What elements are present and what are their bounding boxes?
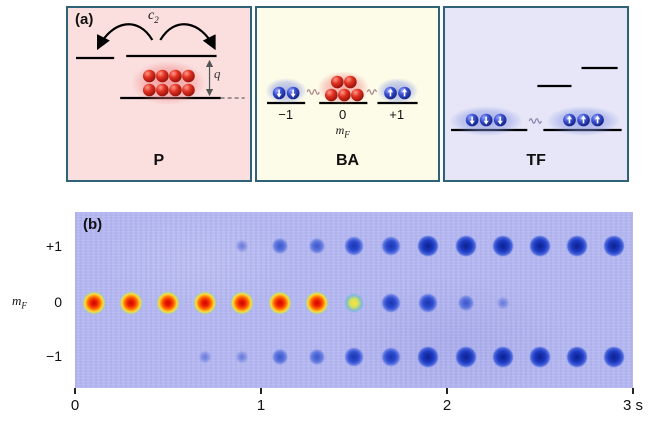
atom-cloud-spot	[236, 240, 249, 253]
tf-phase-diagram	[449, 66, 622, 136]
condensate-cloud-red	[131, 61, 206, 105]
phase-box-twin-fock: TF	[443, 6, 630, 182]
atom-cloud-spot	[194, 291, 217, 314]
time-label-1: 1	[256, 397, 266, 414]
atom-cloud-spot	[418, 347, 439, 368]
atom-cloud-spot	[305, 291, 328, 314]
mf-tick-zero: 0	[339, 107, 347, 122]
phase-name-p: P	[153, 152, 165, 169]
spin-down-domain	[449, 106, 524, 136]
stern-gerlach-image: (b)	[75, 212, 633, 388]
atom-cloud-spot	[119, 291, 142, 314]
spin-mixing-arrows	[97, 23, 216, 51]
atom-cloud-spot	[345, 237, 363, 256]
spin-down-cloud	[264, 78, 307, 104]
time-label-2: 2	[442, 397, 452, 414]
row-label-minus1: −1	[46, 348, 62, 364]
atom-cloud-spot	[492, 347, 513, 368]
time-tick-3	[632, 388, 634, 394]
atom-cloud-spot	[567, 236, 588, 257]
coherence-squiggles	[306, 89, 377, 95]
atom-cloud-spot	[604, 347, 625, 368]
atom-cloud-spot	[157, 291, 179, 314]
atom-cloud-spot	[382, 293, 401, 312]
time-axis: 0 1 2 3 s	[71, 388, 643, 422]
mf0-cloud-red	[316, 71, 370, 105]
polar-phase-diagram	[76, 23, 245, 105]
mf-axis-label-b: mF	[12, 293, 27, 311]
atom-cloud-spot	[455, 347, 476, 368]
panel-a: (a) c2	[66, 6, 630, 182]
atom-cloud-spot	[345, 293, 363, 312]
atom-cloud-spot	[236, 351, 249, 364]
atom-cloud-spot	[382, 237, 401, 256]
panel-a-label: (a)	[75, 11, 94, 28]
coherence-squiggles	[529, 118, 543, 124]
mf-tick-minus1: −1	[278, 107, 294, 122]
spin-coupling-label: c2	[148, 8, 159, 25]
atom-cloud-spot	[492, 236, 513, 257]
atom-cloud-spot	[567, 347, 588, 368]
atom-cloud-spot	[268, 291, 291, 314]
spin-up-cloud	[376, 78, 419, 104]
time-tick-0	[74, 388, 76, 394]
phase-name-ba: BA	[335, 152, 360, 169]
q-gap-label: q	[214, 66, 221, 81]
ba-phase-diagram	[264, 71, 419, 105]
phase-box-broken-axisymmetry: −1 0 +1 mF BA	[254, 6, 441, 182]
atom-cloud-spot	[345, 348, 363, 367]
atom-cloud-spot	[82, 291, 105, 314]
atom-cloud-spot	[458, 295, 474, 311]
time-label-3: 3 s	[622, 397, 644, 414]
atom-cloud-spot	[272, 349, 288, 365]
time-tick-2	[446, 388, 448, 394]
atom-cloud-spot	[199, 351, 212, 364]
atom-cloud-spot	[496, 296, 509, 309]
atom-cloud-spot	[604, 236, 625, 257]
time-tick-1	[259, 388, 262, 394]
panel-b-label: (b)	[83, 216, 103, 233]
atom-cloud-spot	[419, 293, 438, 312]
mf-axis-label: mF	[335, 123, 350, 140]
atom-cloud-spot	[530, 236, 550, 257]
atom-cloud-spot	[272, 238, 288, 254]
atom-cloud-spot	[418, 236, 439, 257]
atom-cloud-spot	[382, 348, 401, 367]
row-label-zero: 0	[54, 294, 62, 310]
atom-cloud-spot	[309, 238, 325, 254]
phase-box-polar: (a) c2	[66, 6, 252, 182]
atom-cloud-spot	[530, 347, 550, 368]
spin-up-domain	[546, 106, 621, 136]
time-label-0: 0	[70, 397, 80, 414]
atom-cloud-spot	[231, 291, 254, 314]
atom-cloud-spot	[455, 236, 476, 257]
phase-name-tf: TF	[526, 152, 546, 169]
mf-tick-plus1: +1	[389, 107, 405, 122]
atom-cloud-spot	[309, 349, 325, 365]
row-label-plus1: +1	[46, 238, 62, 254]
